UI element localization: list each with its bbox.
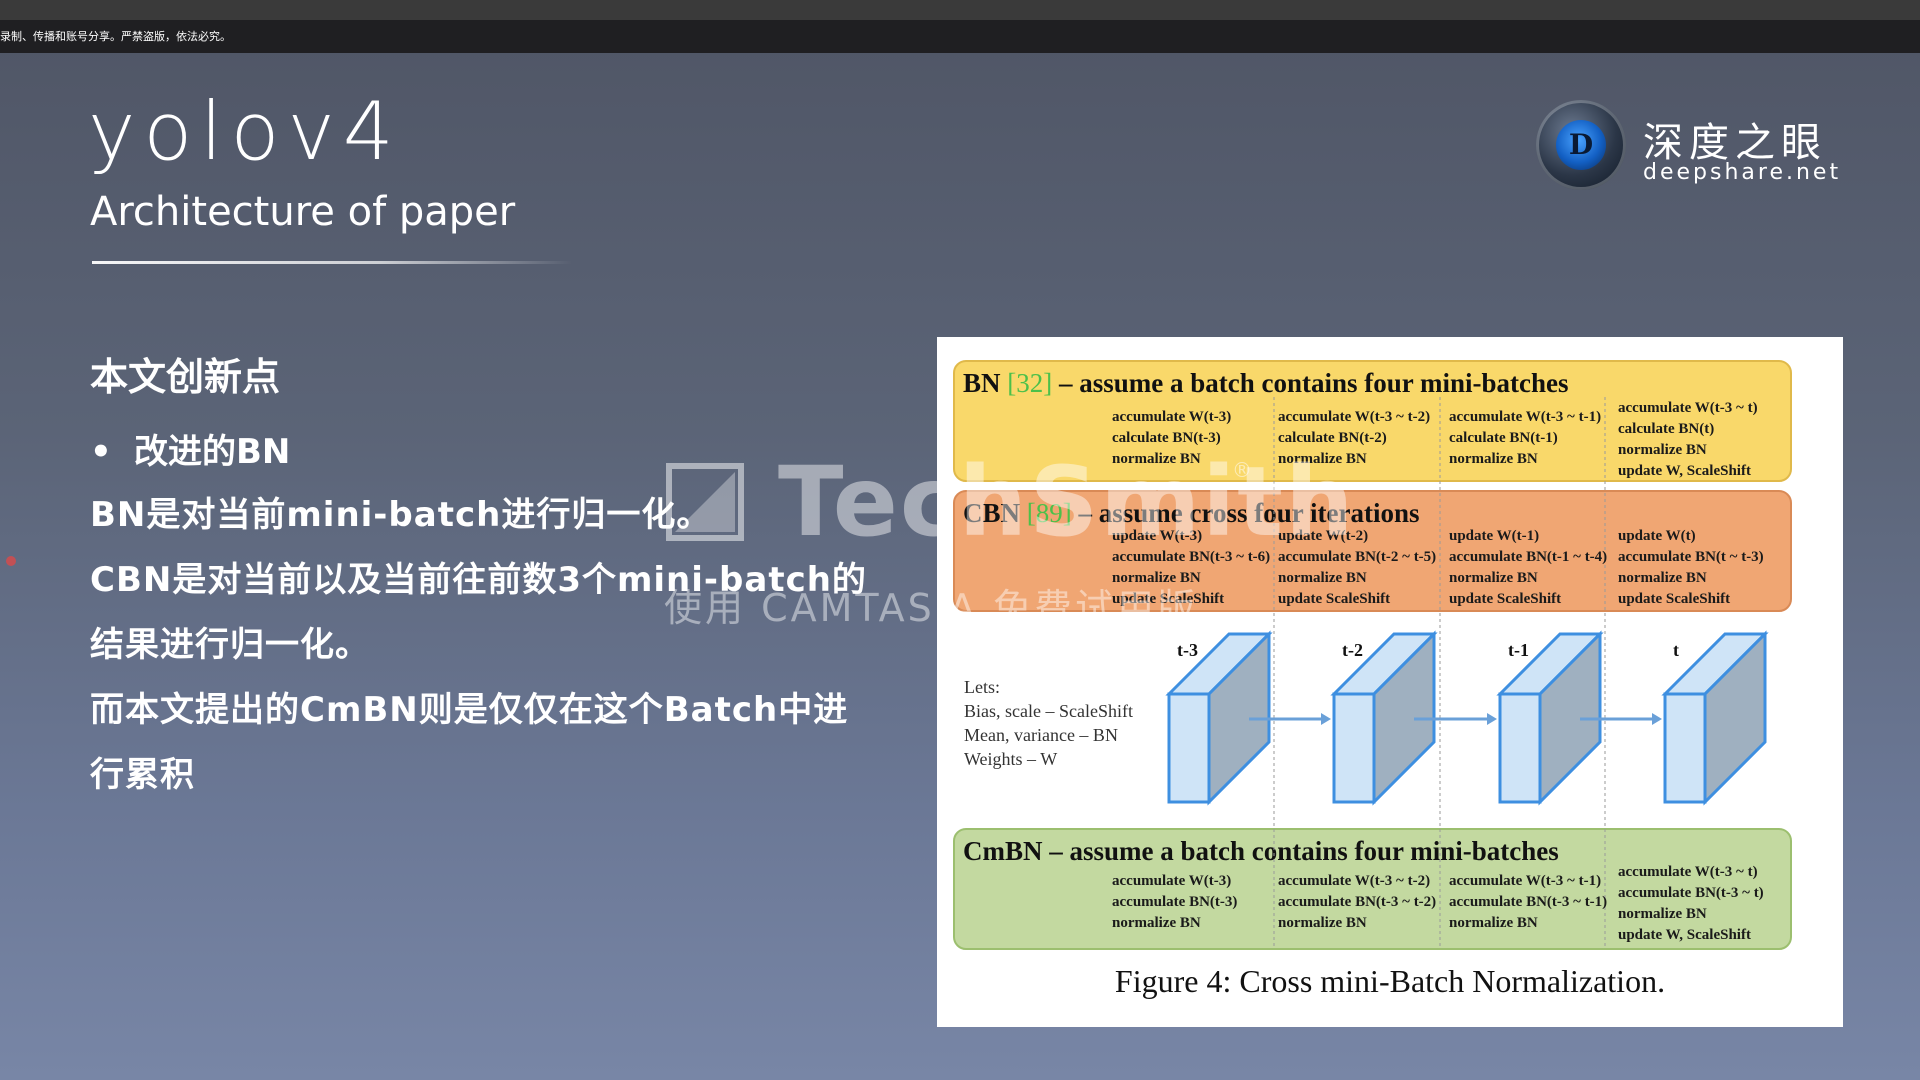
arrow-head (1487, 713, 1497, 725)
bn-box (953, 360, 1792, 482)
cbn-step-text: update ScaleShift (1112, 591, 1224, 607)
cube-front (1663, 692, 1707, 804)
bn-step-text: accumulate W(t-3 ~ t) (1618, 400, 1758, 416)
bn-step-text: accumulate W(t-3) (1112, 409, 1231, 425)
legend-line: Lets: (964, 677, 1000, 697)
bn-step-text: normalize BN (1618, 442, 1707, 458)
cmbn-step-text: accumulate BN(t-3 ~ t-1) (1449, 894, 1607, 910)
bullet-marker: • (90, 432, 112, 472)
bn-step-text: calculate BN(t-2) (1278, 430, 1387, 446)
cmbn-step-text: normalize BN (1449, 915, 1538, 931)
bn-step-text: update W, ScaleShift (1618, 463, 1751, 479)
logo-eye: D (1556, 120, 1606, 170)
cbn-step-text: accumulate BN(t ~ t-3) (1618, 549, 1764, 565)
cube-front (1332, 692, 1376, 804)
cbn-step-text: update ScaleShift (1278, 591, 1390, 607)
title-divider (92, 261, 572, 264)
cmbn-step-text: update W, ScaleShift (1618, 927, 1751, 943)
legend-line: Weights – W (964, 749, 1057, 769)
slide-subtitle: Architecture of paper (90, 189, 516, 235)
cbn-step-text: update W(t-3) (1112, 528, 1202, 544)
watermark-brand: TechSmith (778, 446, 1356, 558)
cmbn-step-text: accumulate W(t-3 ~ t) (1618, 864, 1758, 880)
cbn-step-text: normalize BN (1112, 570, 1201, 586)
cmbn-step-text: accumulate BN(t-3 ~ t) (1618, 885, 1764, 901)
legend-line: Mean, variance – BN (964, 725, 1118, 745)
cube-front (1167, 692, 1211, 804)
cbn-step-text: accumulate BN(t-2 ~ t-5) (1278, 549, 1436, 565)
watermark-trial-text: 使用 CAMTASIA 免费试用版 (664, 586, 1199, 630)
cube-front (1498, 692, 1542, 804)
paragraph-line: 而本文提出的CmBN则是仅仅在这个Batch中进 (90, 690, 849, 730)
step-label: t-1 (1508, 640, 1529, 660)
bn-step-text: accumulate W(t-3 ~ t-1) (1449, 409, 1601, 425)
bn-step-text: accumulate W(t-3 ~ t-2) (1278, 409, 1430, 425)
cbn-step-text: update ScaleShift (1449, 591, 1561, 607)
deepshare-logo-icon: D (1536, 100, 1626, 190)
cmbn-step-text: accumulate BN(t-3) (1112, 894, 1237, 910)
cbn-title: CBN [89] – assume cross four iterations (963, 498, 1419, 528)
bn-title: BN [32] – assume a batch contains four m… (963, 368, 1569, 398)
paper-figure: BN [32] – assume a batch contains four m… (937, 337, 1843, 1027)
paragraph-line: BN是对当前mini-batch进行归一化。 (90, 495, 712, 535)
paragraph-line: CBN是对当前以及当前往前数3个mini-batch的 (90, 560, 867, 600)
cmbn-step-text: normalize BN (1112, 915, 1201, 931)
bn-step-text: normalize BN (1112, 451, 1201, 467)
notice-bar: 录制、传播和账号分享。严禁盗版，依法必究。 (0, 20, 1920, 53)
cmbn-box (953, 828, 1792, 950)
cbn-step-text: normalize BN (1278, 570, 1367, 586)
logo-letter: D (1568, 128, 1594, 161)
bn-step-text: normalize BN (1449, 451, 1538, 467)
arrow-head (1652, 713, 1662, 725)
bn-step-text: normalize BN (1278, 451, 1367, 467)
step-label: t-3 (1177, 640, 1198, 660)
cmbn-step-text: accumulate W(t-3) (1112, 873, 1231, 889)
bullet-text: 改进的BN (134, 432, 291, 472)
paragraph-line: 行累积 (90, 755, 195, 795)
cmbn-step-text: accumulate W(t-3 ~ t-1) (1449, 873, 1601, 889)
bullet-item: • 改进的BN (90, 424, 290, 473)
cbn-step-text: normalize BN (1618, 570, 1707, 586)
cbn-step-text: update W(t) (1618, 528, 1696, 544)
cmbn-step-text: normalize BN (1618, 906, 1707, 922)
window-top-bar (0, 0, 1920, 20)
cbn-box (953, 490, 1792, 612)
step-label: t (1673, 640, 1679, 660)
paragraph-line: 结果进行归一化。 (90, 625, 370, 665)
brand-name-cn: 深度之眼 (1643, 120, 1827, 166)
cmbn-title: CmBN – assume a batch contains four mini… (963, 836, 1559, 866)
legend-line: Bias, scale – ScaleShift (964, 701, 1133, 721)
cbn-step-text: normalize BN (1449, 570, 1538, 586)
cmbn-step-text: accumulate W(t-3 ~ t-2) (1278, 873, 1430, 889)
cbn-step-text: accumulate BN(t-1 ~ t-4) (1449, 549, 1607, 565)
cbn-step-text: accumulate BN(t-3 ~ t-6) (1112, 549, 1270, 565)
section-title: 本文创新点 (90, 355, 281, 399)
bn-step-text: calculate BN(t-1) (1449, 430, 1558, 446)
bn-step-text: calculate BN(t-3) (1112, 430, 1221, 446)
figure-diagram: BN [32] – assume a batch contains four m… (953, 360, 1792, 950)
cbn-step-text: update W(t-1) (1449, 528, 1539, 544)
cbn-step-text: update W(t-2) (1278, 528, 1368, 544)
bn-step-text: calculate BN(t) (1618, 421, 1714, 437)
brand-url: deepshare.net (1643, 160, 1842, 185)
notice-text: 录制、传播和账号分享。严禁盗版，依法必究。 (0, 30, 231, 43)
figure-caption: Figure 4: Cross mini-Batch Normalization… (1114, 963, 1666, 999)
pointer-dot (6, 556, 16, 566)
cbn-step-text: update ScaleShift (1618, 591, 1730, 607)
watermark-registered: ® (1232, 458, 1252, 482)
techsmith-watermark-icon (666, 463, 744, 541)
cmbn-step-text: normalize BN (1278, 915, 1367, 931)
arrow-head (1321, 713, 1331, 725)
cmbn-step-text: accumulate BN(t-3 ~ t-2) (1278, 894, 1436, 910)
step-label: t-2 (1342, 640, 1363, 660)
slide-title: yolov4 (88, 85, 402, 178)
